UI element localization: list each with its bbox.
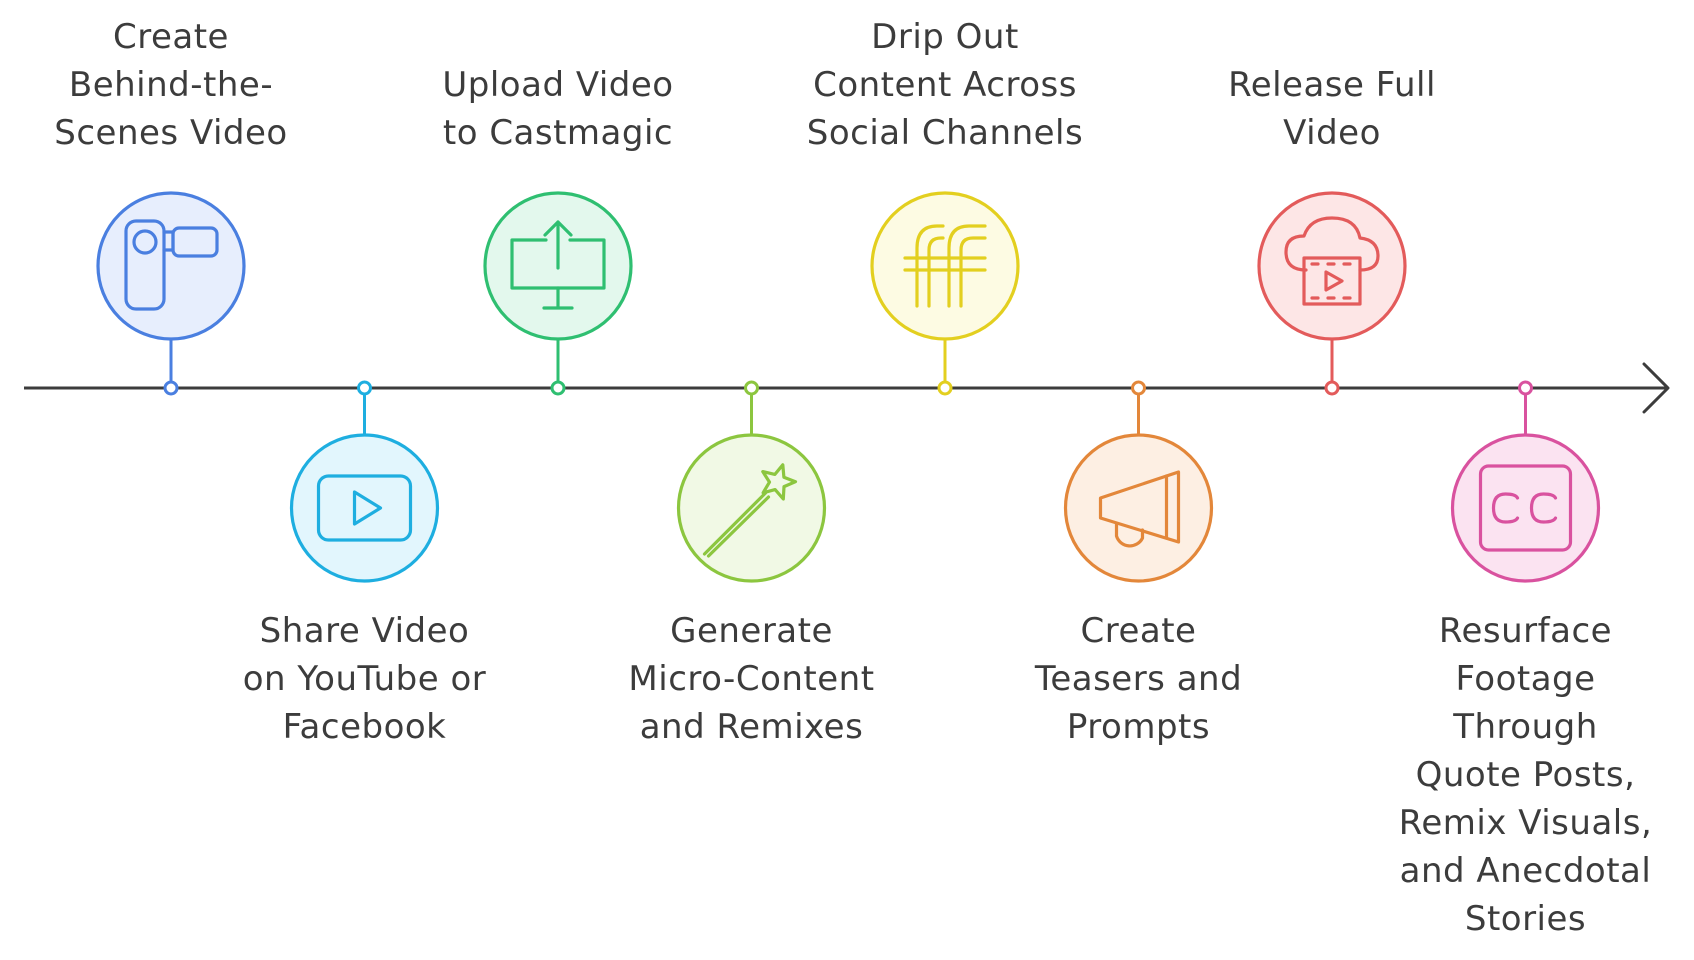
step-label-line: Drip Out xyxy=(871,17,1019,57)
step-label-line: Micro-Content xyxy=(628,659,875,699)
step-label-line: Resurface xyxy=(1438,611,1613,651)
step-label-line: Create xyxy=(113,17,229,57)
step-label-line: Through xyxy=(1453,707,1598,747)
youtube-play-icon xyxy=(289,433,440,583)
camcorder-icon xyxy=(96,191,246,341)
step-label-line: Share Video xyxy=(259,611,470,651)
timeline-arrowhead xyxy=(1642,362,1670,414)
step-label-line: Scenes Video xyxy=(54,113,288,153)
closed-captions-icon xyxy=(1450,433,1601,583)
timeline-marker xyxy=(1518,380,1533,396)
timeline-marker xyxy=(357,380,372,396)
step-label-line: Behind-the- xyxy=(68,65,274,105)
timeline-marker xyxy=(1324,380,1340,396)
step-label-line: Content Across xyxy=(813,65,1077,105)
step-label-line: Footage xyxy=(1455,659,1596,699)
step-label-line: on YouTube or xyxy=(242,659,487,699)
upload-monitor-icon xyxy=(483,191,633,341)
step-label-line: and Remixes xyxy=(639,707,864,747)
step-label-line: Remix Visuals, xyxy=(1398,803,1653,843)
step-label-line: Create xyxy=(1080,611,1197,651)
step-label-line: Quote Posts, xyxy=(1415,755,1636,795)
step-label-line: Social Channels xyxy=(806,113,1084,153)
step-label: Upload Video to Castmagic xyxy=(398,61,718,157)
ff-icon xyxy=(870,191,1020,341)
magic-wand-icon xyxy=(676,433,827,583)
step-label-line: Stories xyxy=(1464,899,1587,939)
step-label-line: Video xyxy=(1283,113,1381,153)
step-label-line: to Castmagic xyxy=(442,113,674,153)
timeline-marker xyxy=(744,380,759,396)
step-label-line: Teasers and xyxy=(1034,659,1243,699)
step-label-line: Facebook xyxy=(282,707,447,747)
step-label: Share Video on YouTube or Facebook xyxy=(205,607,525,751)
step-label-line: Upload Video xyxy=(442,65,674,105)
step-label-line: Prompts xyxy=(1066,707,1211,747)
timeline-marker xyxy=(937,380,953,396)
timeline-marker xyxy=(163,380,179,396)
timeline-marker xyxy=(1131,380,1146,396)
megaphone-icon xyxy=(1063,433,1214,583)
step-label-line: Generate xyxy=(670,611,833,651)
step-label-line: and Anecdotal xyxy=(1399,851,1652,891)
step-label-line: Release Full xyxy=(1228,65,1436,105)
cloud-video-icon xyxy=(1257,191,1407,341)
timeline-marker xyxy=(550,380,566,396)
